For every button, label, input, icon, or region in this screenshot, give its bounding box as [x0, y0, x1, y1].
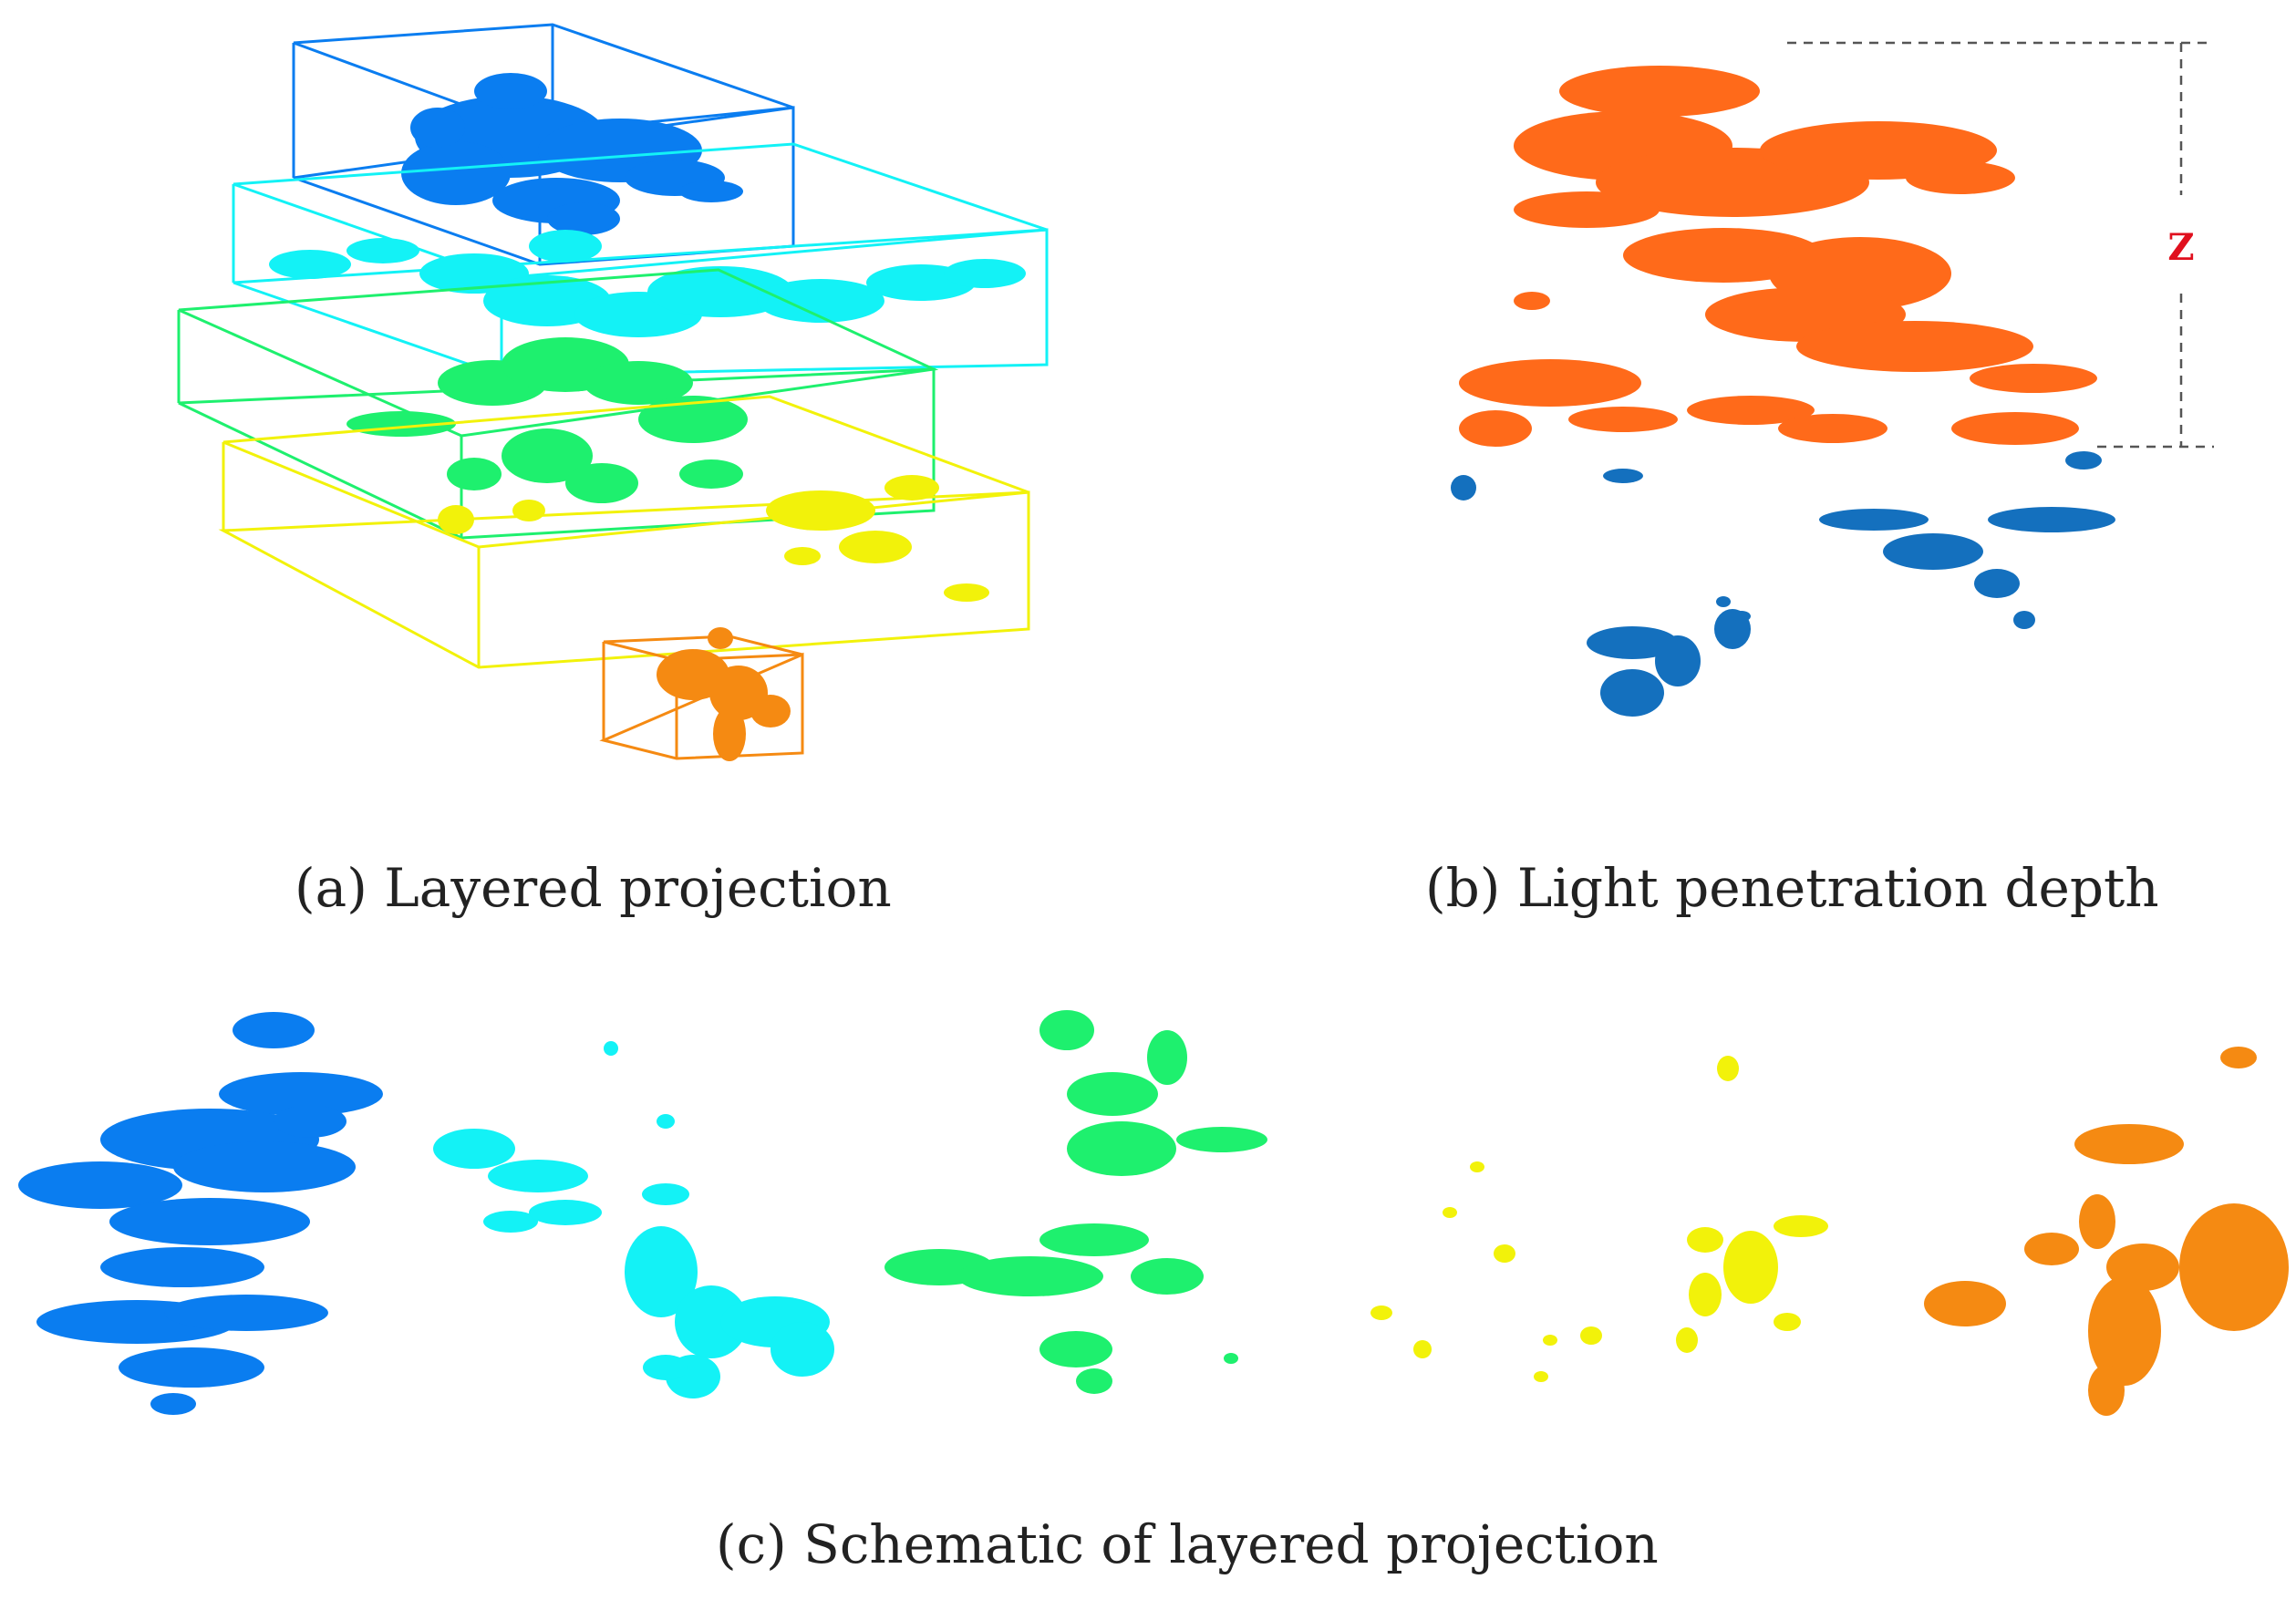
depth-label: Z — [2167, 226, 2194, 269]
panel-a-layered-projection — [177, 23, 1049, 761]
caption-a: (a) Layered projection — [295, 857, 892, 919]
panel-b-light-penetration-depth: Z — [1451, 41, 2214, 717]
depth-guides — [1787, 41, 2214, 449]
layer-5-points — [657, 627, 791, 761]
shaded-foliage — [1451, 451, 2115, 717]
schematic-layer-2 — [433, 1041, 834, 1398]
caption-c: (c) Schematic of layered projection — [716, 1513, 1659, 1575]
layer-3-points — [346, 337, 748, 503]
schematic-layer-1 — [18, 1012, 383, 1415]
layer-4-points — [438, 475, 989, 647]
schematic-layer-4 — [1370, 1056, 1828, 1382]
schematic-layer-3 — [884, 1010, 1267, 1394]
layer-4-bounding-box — [218, 395, 1030, 669]
schematic-layer-5 — [1924, 1047, 2289, 1416]
caption-b: (b) Light penetration depth — [1425, 857, 2159, 919]
layer-1-points — [401, 73, 743, 235]
panel-c-schematic — [18, 1010, 2289, 1416]
layer-2-points — [269, 230, 1026, 337]
penetrated-foliage — [1459, 66, 2097, 447]
